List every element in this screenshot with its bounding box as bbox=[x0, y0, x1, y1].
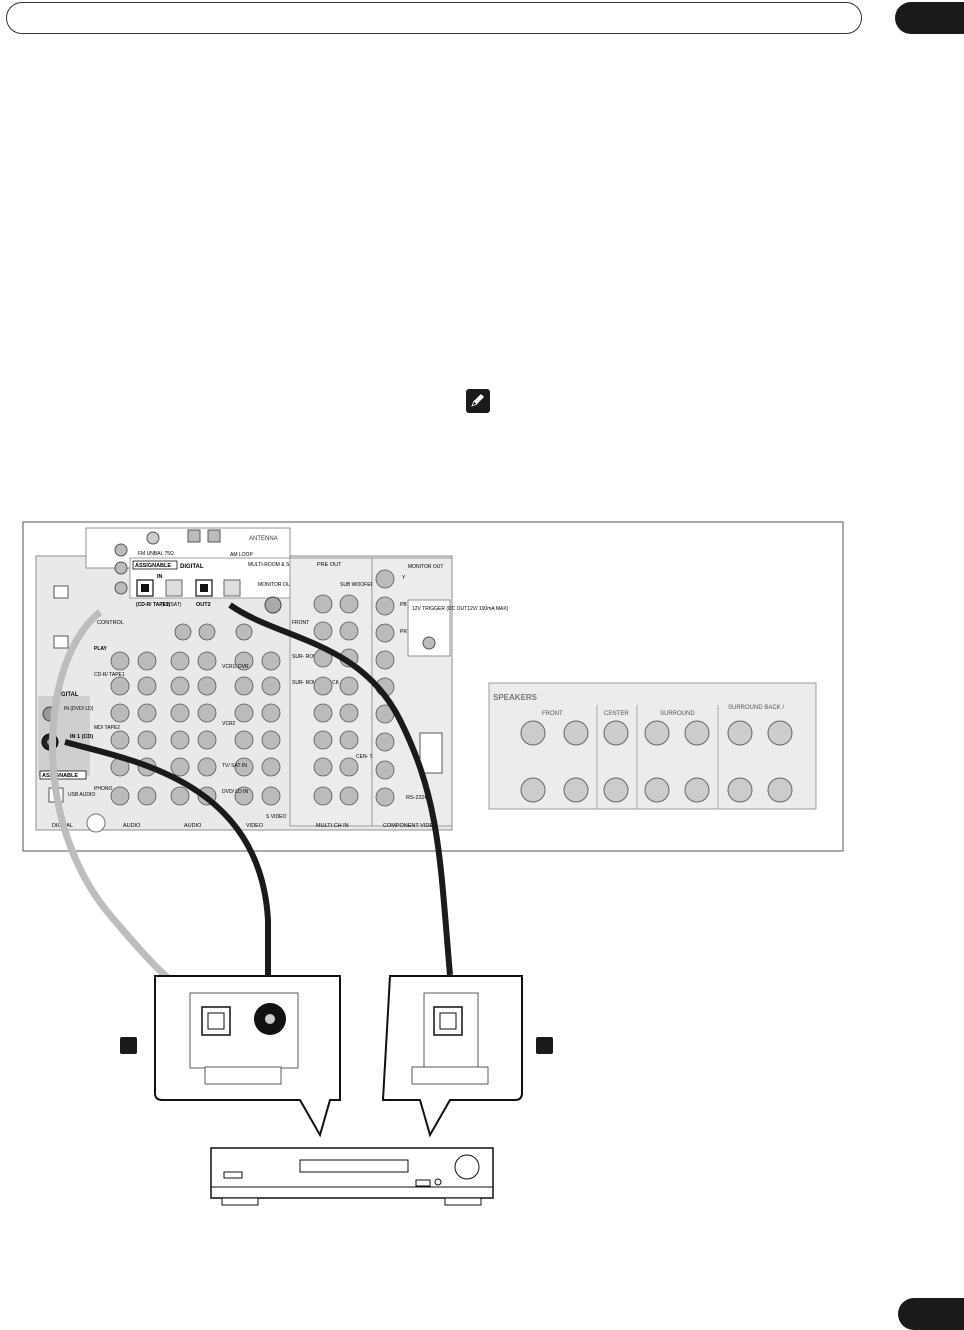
y-label: Y bbox=[402, 575, 406, 581]
pre-out-label: PRE OUT bbox=[317, 562, 342, 568]
device-connectors-right bbox=[381, 975, 553, 1138]
component-video-label: COMPONENT VIDEO bbox=[383, 823, 438, 829]
chapter-tab bbox=[895, 2, 964, 34]
in-dvd-label: IN (DVD/ LD) bbox=[64, 706, 94, 712]
rs232c-label: RS-232C bbox=[406, 795, 429, 801]
receiver-rear-panel: ANTENNA FM UNBAL 75Ω AM LOOP ASSIGNABLE … bbox=[35, 527, 509, 833]
cd-r-tape1-optical-label: (CD-R/ TAPE1) bbox=[136, 602, 171, 608]
antenna-label: ANTENNA bbox=[249, 536, 278, 542]
speakers-panel: SPEAKERS FRONT CENTER SURROUND SURROUND … bbox=[488, 682, 817, 810]
out2-label: OUT2 bbox=[196, 602, 211, 608]
multi-room-label: MULTI-ROOM & SOURCE bbox=[248, 562, 308, 568]
speakers-title: SPEAKERS bbox=[493, 693, 538, 702]
trigger-label: 12V TRIGGER (DC OUT12V/ 100mA MAX) bbox=[412, 606, 509, 612]
speakers-surround-back-label: SURROUND BACK / bbox=[728, 705, 784, 711]
multich-in-label: MULTI CH IN bbox=[316, 823, 349, 829]
speakers-center-label: CENTER bbox=[604, 711, 629, 717]
optical-cable-black bbox=[228, 602, 453, 976]
tv-sat-in-label: TV/ SAT IN bbox=[222, 763, 247, 769]
speakers-front-label: FRONT bbox=[542, 711, 563, 717]
page-number-tab bbox=[898, 1298, 964, 1330]
bottom-audio-label: AUDIO bbox=[123, 823, 141, 829]
phono-label: PHONO bbox=[94, 786, 112, 792]
center-label: CEN- TER bbox=[356, 754, 380, 760]
bottom-video-label: VIDEO bbox=[246, 823, 264, 829]
note-pencil-icon bbox=[466, 389, 490, 413]
assignable-label: ASSIGNABLE bbox=[135, 563, 171, 569]
monitor-out-label: MONITOR OUT bbox=[258, 582, 293, 588]
digital-label: DIGITAL bbox=[180, 564, 204, 570]
control-label: CONTROL bbox=[97, 620, 124, 626]
coax-cable-black bbox=[64, 739, 271, 975]
md-tape2-label: MD/ TAPE2 bbox=[94, 725, 120, 731]
monitor-out-comp-label: MONITOR OUT bbox=[408, 564, 443, 570]
digital-in-label: IN bbox=[157, 574, 163, 580]
bottom-audio2-label: AUDIO bbox=[184, 823, 202, 829]
front-preout-label: FRONT bbox=[292, 620, 309, 626]
usb-audio-label: USB AUDIO bbox=[68, 792, 95, 798]
pr-label: PR bbox=[400, 629, 407, 635]
dvd-ld-in-label: DVD/ LD IN bbox=[222, 789, 249, 795]
cd-player-device bbox=[210, 1147, 494, 1206]
digital-side-label: DIGITAL bbox=[55, 692, 79, 698]
header-bar bbox=[6, 2, 862, 34]
cd-r-tape1-label: CD-R/ TAPE1 bbox=[94, 672, 125, 678]
fm-unbal-label: FM UNBAL 75Ω bbox=[138, 551, 174, 557]
tv-sat-label: (TV/SAT) bbox=[161, 602, 182, 608]
vcr2-label: VCR2 bbox=[222, 721, 236, 727]
speakers-surround-label: SURROUND bbox=[660, 711, 695, 717]
subwoofer-label: SUB WOOFER bbox=[340, 582, 375, 588]
surround-preout-label: SUR- ROUND bbox=[292, 654, 324, 660]
play-label: PLAY bbox=[94, 646, 108, 652]
in-cd-label: IN 1 (CD) bbox=[70, 734, 93, 740]
bottom-svideo-label: S VIDEO bbox=[266, 814, 286, 820]
pb-label: PB bbox=[400, 602, 407, 608]
device-connectors-left bbox=[120, 975, 341, 1138]
am-loop-label: AM LOOP bbox=[230, 552, 253, 558]
assignable-side-label: ASSIGNABLE bbox=[42, 773, 78, 779]
vcr1-dvr-label: VCR1/ DVR bbox=[222, 664, 249, 670]
